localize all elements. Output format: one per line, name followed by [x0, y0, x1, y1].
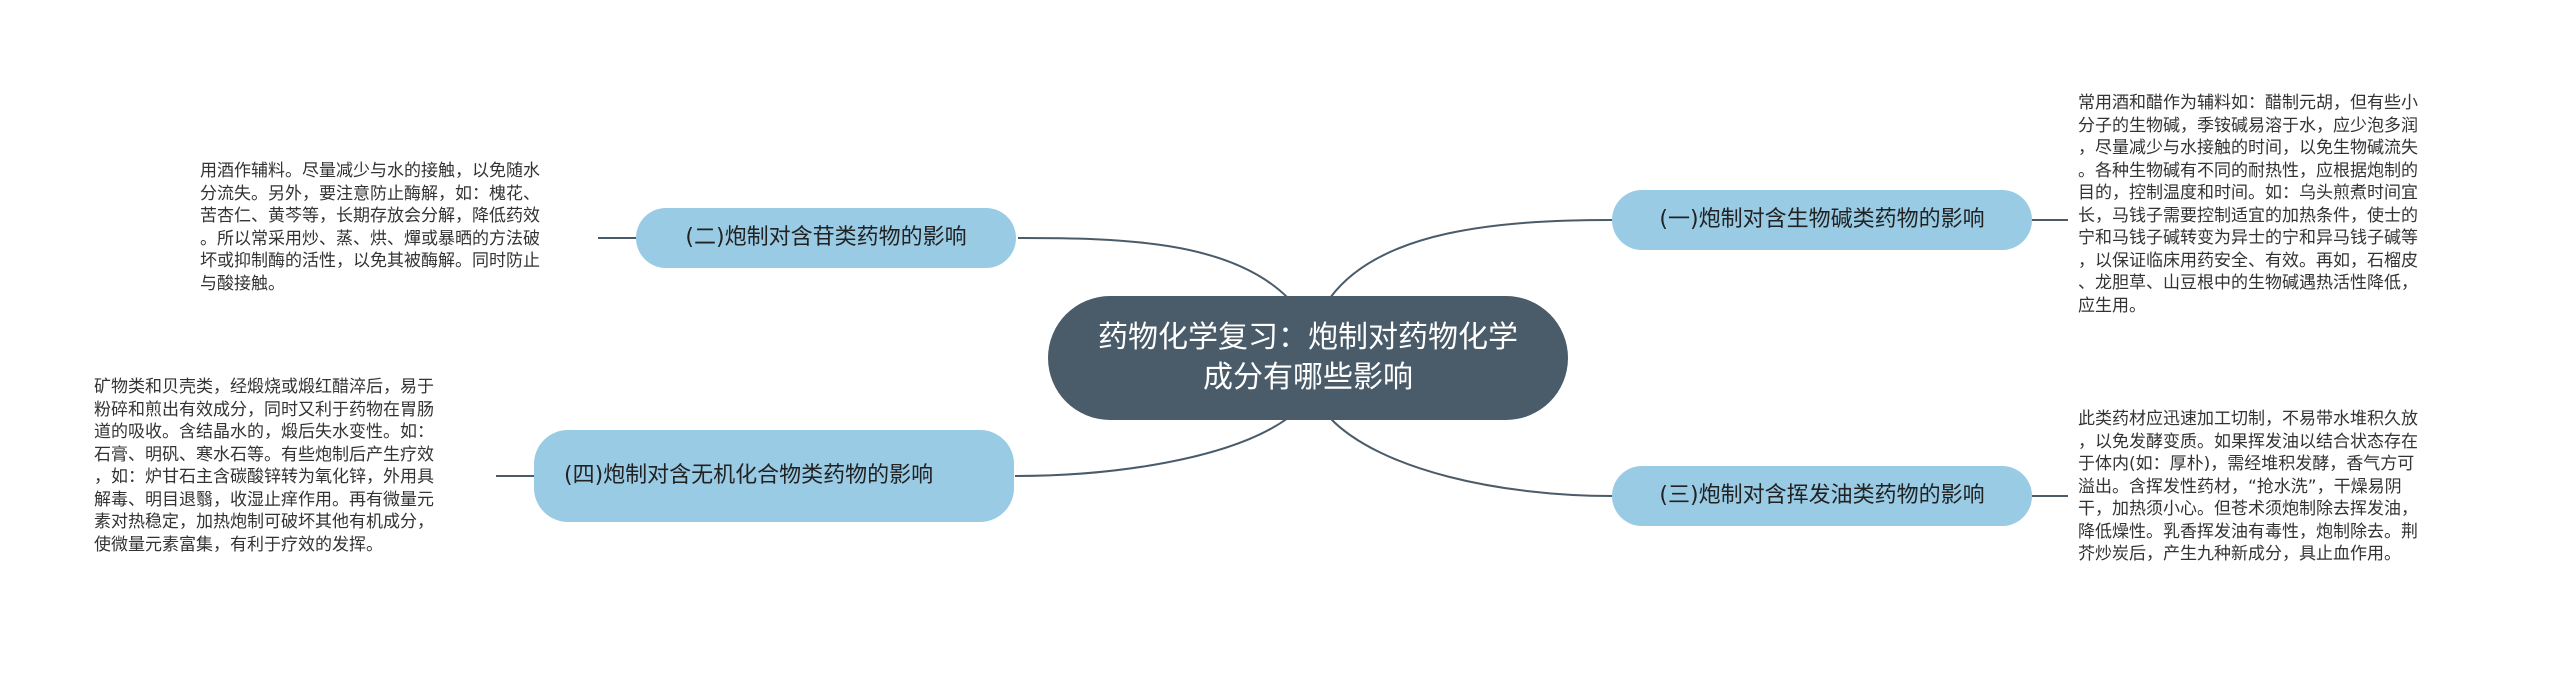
detail-alkaloid: 常用酒和醋作为辅料如：醋制元胡，但有些小 分子的生物碱，季铵碱易溶于水，应少泡多…	[2078, 93, 2418, 316]
detail-glycoside: 用酒作辅料。尽量减少与水的接触，以免随水 分流失。另外，要注意防止酶解，如：槐花…	[200, 161, 540, 294]
branch-alkaloid-label: (一)炮制对含生物碱类药物的影响	[1659, 207, 1985, 232]
link-center-to-branch-4	[1014, 417, 1289, 477]
branch-volatile-oil-label: (三)炮制对含挥发油类药物的影响	[1659, 483, 1985, 508]
link-center-to-branch-3	[1329, 417, 1613, 497]
branch-alkaloid[interactable]: (一)炮制对含生物碱类药物的影响	[1612, 190, 2032, 250]
link-center-to-branch-2	[1017, 237, 1289, 299]
link-center-to-branch-1	[1329, 219, 1613, 299]
branch-glycoside-label: (二)炮制对含苷类药物的影响	[685, 225, 967, 250]
branch-inorganic[interactable]: (四)炮制对含无机化合物类药物的影响	[534, 430, 1014, 522]
central-topic[interactable]: 药物化学复习：炮制对药物化学成分有哪些影响	[1048, 296, 1568, 420]
branch-inorganic-label: (四)炮制对含无机化合物类药物的影响	[564, 463, 934, 488]
detail-inorganic: 矿物类和贝壳类，经煅烧或煅红醋淬后，易于 粉碎和煎出有效成分，同时又利于药物在胃…	[94, 377, 434, 555]
detail-volatile-oil: 此类药材应迅速加工切制，不易带水堆积久放 ，以免发酵变质。如果挥发油以结合状态存…	[2078, 409, 2418, 564]
central-topic-title: 药物化学复习：炮制对药物化学成分有哪些影响	[1098, 320, 1518, 395]
branch-volatile-oil[interactable]: (三)炮制对含挥发油类药物的影响	[1612, 466, 2032, 526]
branch-glycoside[interactable]: (二)炮制对含苷类药物的影响	[636, 208, 1016, 268]
